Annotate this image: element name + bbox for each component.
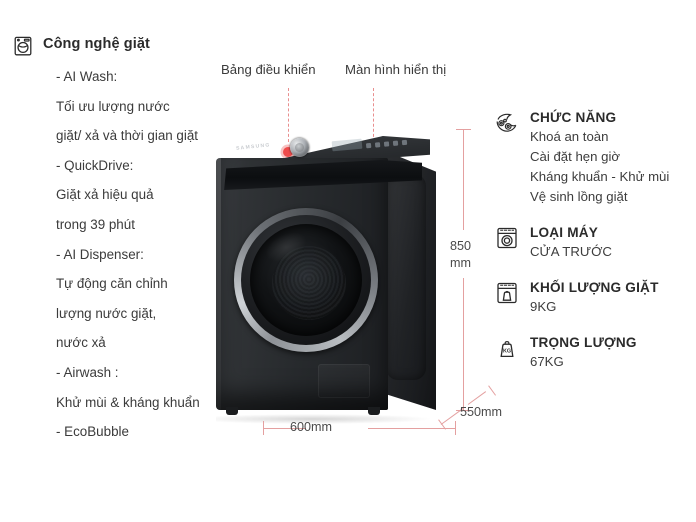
wash-tech-line: nước xả (56, 335, 106, 351)
machine-foot-right (368, 407, 380, 415)
panel-button[interactable] (392, 140, 399, 146)
spec-block-functions: CHỨC NĂNG Khoá an toàn Cài đặt hẹn giờ K… (494, 108, 694, 207)
spec-block-load-capacity: KHỐI LƯỢNG GIẶT 9KG (494, 278, 694, 317)
wash-tech-line: - QuickDrive: (56, 157, 134, 173)
depth-dimension-cap-far (487, 385, 497, 396)
wash-tech-line: Giặt xả hiệu quả (56, 187, 154, 203)
wash-tech-line: trong 39 phút (56, 216, 135, 232)
height-dimension-cap-top (456, 129, 471, 131)
wash-tech-line: lượng nước giặt, (56, 305, 157, 321)
drum (272, 246, 346, 320)
brand-logo: SAMSUNG (235, 142, 271, 152)
wash-tech-line: - AI Wash: (56, 69, 118, 84)
spec-line-product-weight: 67KG (530, 354, 564, 369)
depth-dimension-label: 550mm (460, 405, 502, 419)
machine-foot-left (226, 407, 238, 415)
program-dial[interactable] (290, 138, 309, 157)
weight-kg-icon: KG (494, 335, 520, 361)
washing-machine-product-image: SAMSUNG (214, 126, 436, 424)
laundry-weight-icon (494, 280, 520, 306)
door-glass (250, 224, 362, 336)
wash-tech-line: - Airwash : (56, 364, 119, 380)
depth-dimension-line-upper (467, 391, 487, 405)
spec-line-functions: Cài đặt hẹn giờ (530, 149, 621, 164)
machine-shadow (216, 414, 430, 424)
spec-title-load-capacity: KHỐI LƯỢNG GIẶT (530, 280, 659, 295)
callout-leader-line-control-panel (288, 88, 289, 142)
callout-dot-control-panel (283, 147, 293, 157)
bubbles-functions-icon (494, 110, 520, 136)
spec-line-machine-type: CỬA TRƯỚC (530, 244, 612, 259)
wash-technology-lines: - AI Wash: Tối ưu lượng nước giặt/ xả và… (12, 62, 234, 447)
spec-text-machine-type: LOẠI MÁY CỬA TRƯỚC (530, 223, 612, 262)
height-unit: mm (450, 256, 471, 270)
filter-access-panel (318, 364, 370, 398)
wash-technology-title: Công nghệ giặt (43, 36, 150, 52)
wash-tech-line: Khử mùi & kháng khuẩn (56, 394, 200, 410)
wash-technology-section: Công nghệ giặt - AI Wash: Tối ưu lượng n… (12, 34, 234, 447)
wash-tech-line: - EcoBubble (56, 424, 129, 440)
callout-label-display: Màn hình hiển thị (345, 62, 447, 77)
callout-label-control-panel: Bảng điều khiển (221, 62, 316, 77)
width-dimension-cap-left (263, 421, 265, 435)
panel-button[interactable] (401, 139, 408, 145)
height-dimension-cap-bottom (456, 410, 471, 412)
spec-block-product-weight: KG TRỌNG LƯỢNG 67KG (494, 333, 694, 372)
spec-line-functions: Vệ sinh lồng giặt (530, 189, 628, 204)
wash-technology-header: Công nghệ giặt (12, 34, 234, 57)
height-dimension-line-lower (463, 278, 464, 411)
washing-machine-icon (12, 35, 34, 57)
spec-title-machine-type: LOẠI MÁY (530, 225, 599, 240)
spec-line-functions: Kháng khuẩn - Khử mùi (530, 169, 670, 184)
height-dimension-label: 850 mm (450, 238, 471, 272)
height-dimension-line-upper (463, 130, 464, 230)
height-value: 850 (450, 239, 472, 253)
wash-tech-line: giặt/ xả và thời gian giặt (56, 128, 199, 144)
spec-text-product-weight: TRỌNG LƯỢNG 67KG (530, 333, 637, 372)
spec-block-machine-type: LOẠI MÁY CỬA TRƯỚC (494, 223, 694, 262)
spec-line-functions: Khoá an toàn (530, 129, 609, 144)
callout-leader-line-display (373, 88, 374, 142)
panel-button[interactable] (374, 141, 381, 148)
wash-tech-line: Tự động căn chỉnh (56, 276, 168, 292)
width-dimension-line-right (368, 428, 456, 429)
spec-title-product-weight: TRỌNG LƯỢNG (530, 335, 637, 350)
spec-text-load-capacity: KHỐI LƯỢNG GIẶT 9KG (530, 278, 659, 317)
spec-title-functions: CHỨC NĂNG (530, 110, 617, 125)
width-dimension-label: 600mm (290, 420, 332, 434)
specifications-panel: CHỨC NĂNG Khoá an toàn Cài đặt hẹn giờ K… (494, 108, 694, 384)
width-dimension-cap-right (455, 421, 457, 435)
spec-line-load-capacity: 9KG (530, 299, 557, 314)
width-dimension-line-left (264, 428, 306, 429)
wash-tech-line: - AI Dispenser: (56, 246, 144, 262)
svg-text:KG: KG (503, 349, 511, 355)
wash-tech-line: Tối ưu lượng nước (56, 98, 170, 114)
spec-text-functions: CHỨC NĂNG Khoá an toàn Cài đặt hẹn giờ K… (530, 108, 669, 207)
panel-button[interactable] (383, 140, 390, 147)
panel-button[interactable] (365, 142, 372, 148)
front-load-machine-icon (494, 225, 520, 251)
